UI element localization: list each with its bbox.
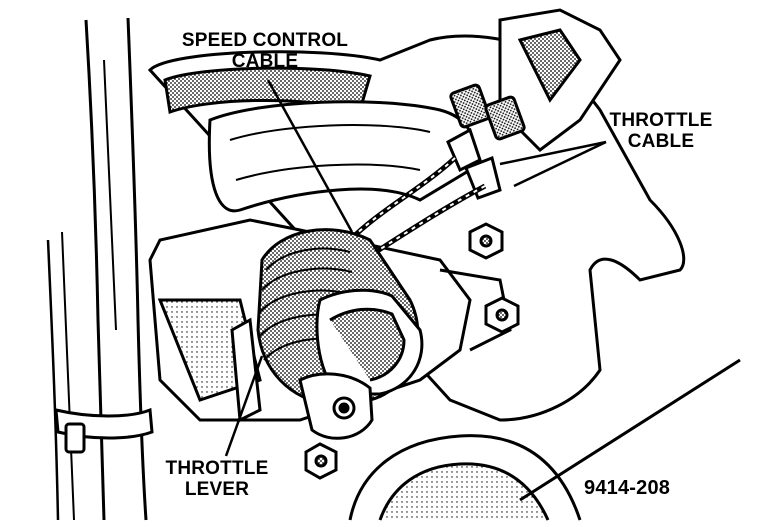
leader-throttle-cable-1	[499, 140, 607, 166]
mounting-bolt-upper	[468, 222, 504, 260]
callout-throttle-lever: THROTTLE LEVER	[162, 458, 272, 500]
throttle-lever-arm	[230, 317, 374, 440]
vertical-hose	[46, 17, 148, 521]
hose-clamp	[54, 407, 154, 454]
callout-speed-control-cable-line2: CABLE	[231, 51, 299, 72]
callout-throttle-lever-line2: LEVER	[184, 479, 250, 500]
callout-speed-control-cable: SPEED CONTROL CABLE	[176, 30, 354, 72]
leader-lines	[224, 79, 607, 457]
callout-throttle-cable-line1: THROTTLE	[609, 110, 713, 131]
callout-throttle-lever-line1: THROTTLE	[165, 458, 269, 479]
bracket-edge	[519, 358, 741, 502]
leader-speed-control-cable	[266, 79, 354, 233]
cable-bracket	[446, 8, 622, 200]
mounting-bolt-middle	[484, 296, 520, 334]
callout-throttle-cable-line2: CABLE	[627, 131, 695, 152]
callout-throttle-cable: THROTTLE CABLE	[606, 110, 716, 152]
lower-pipe	[348, 434, 582, 521]
callout-speed-control-cable-line1: SPEED CONTROL	[181, 30, 349, 51]
mounting-bolt-lower	[304, 442, 338, 480]
figure-number: 9414-208	[584, 477, 671, 499]
leader-throttle-lever	[224, 355, 264, 457]
throttle-cam	[256, 228, 424, 406]
leader-throttle-cable-2	[513, 140, 607, 188]
